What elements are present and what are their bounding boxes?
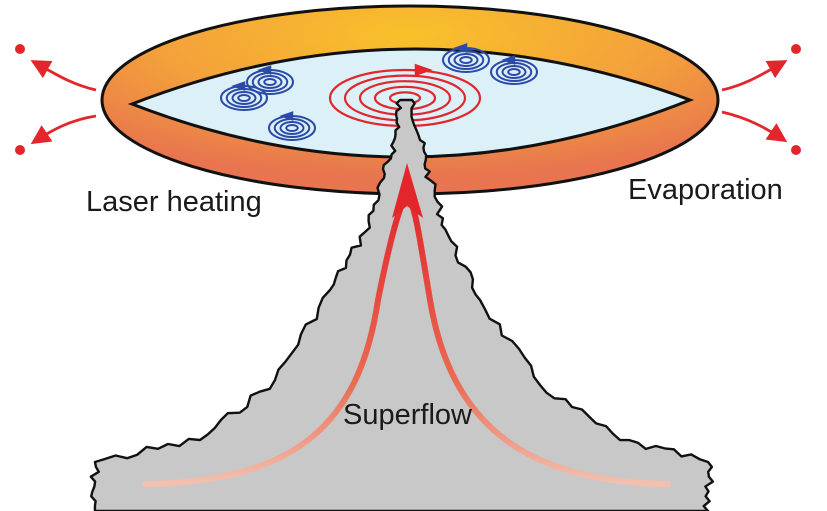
superfluid-film [89,98,715,511]
vortex-ring [231,91,257,105]
vortex-group [220,43,538,141]
vortex-direction-arrowhead [279,111,294,121]
vortex-ring [507,68,521,76]
superflow-arrows [142,163,671,487]
vortex-direction-arrowhead [501,55,516,65]
laser-heating-label: Laser heating [86,186,262,218]
left-lower-evaporation-arrow [30,114,97,145]
superflow-label: Superflow [343,399,472,431]
vortex-ring [257,75,283,89]
right-lower-evaporation-arrow [721,110,788,143]
left-superflow-arrow [142,197,407,487]
vortex-ring [501,65,527,79]
left-upper-evaporation-arrow [30,60,97,92]
vortex-direction-arrowhead [231,81,246,91]
superflow-arrowhead-icon [392,163,423,218]
vortex-direction-arrowhead [453,43,468,53]
vortex-ring [459,56,473,64]
evaporating-particle-icon [791,145,801,155]
evaporation-arrows-left [15,44,97,155]
vortex-direction-arrowhead [414,63,433,77]
blue-vortex-icon [220,81,268,111]
right-upper-evaporation-arrow [721,60,788,92]
vortex-direction-arrowhead [257,65,272,75]
evaporating-particle-icon [15,44,25,54]
blue-vortex-icon [490,55,538,85]
right-superflow-arrow [407,197,671,487]
blue-vortex-icon [442,43,490,73]
evaporating-particle-icon [791,44,801,54]
blue-vortex-icon [246,65,294,95]
evaporating-particle-icon [15,145,25,155]
vortex-ring [279,121,305,135]
vortex-ring [285,124,299,132]
vortex-ring [453,53,479,67]
vortex-ring [263,78,277,86]
evaporation-arrows-right [721,44,801,155]
vortex-ring [237,94,251,102]
evaporation-label: Evaporation [628,174,783,206]
blue-vortex-icon [268,111,316,141]
